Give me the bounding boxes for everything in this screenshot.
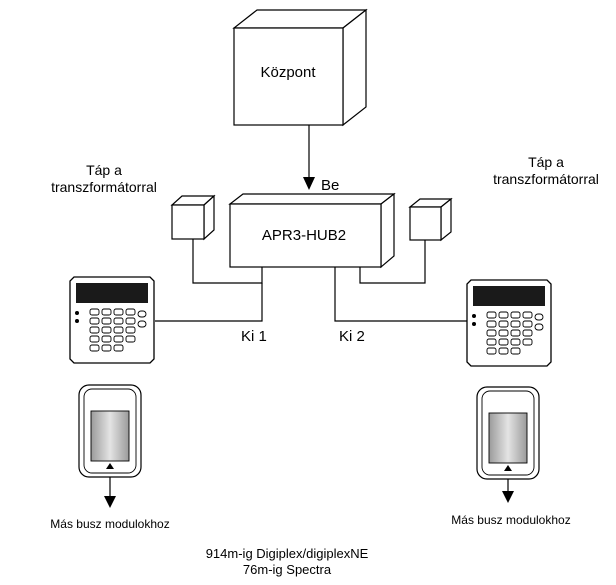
hub-box: APR3-HUB2	[228, 192, 396, 269]
power-left-line1: Táp a	[86, 162, 122, 178]
input-arrow	[303, 125, 315, 190]
keypad-screen-icon	[473, 286, 545, 306]
hub-label: APR3-HUB2	[262, 227, 346, 244]
bus-arrow-left	[104, 477, 116, 508]
detector-lens-icon	[488, 412, 528, 464]
motion-detector-left	[78, 384, 142, 478]
keypad-keys-icon	[89, 308, 147, 352]
keypad-screen-icon	[76, 283, 148, 303]
wiring-lines	[155, 239, 470, 322]
footer-line1: 914m-ig Digiplex/digiplexNE	[206, 546, 369, 561]
output1-label: Ki 1	[241, 328, 267, 345]
keypad-keys-icon	[486, 311, 544, 355]
output2-label: Ki 2	[339, 328, 365, 345]
footer-line2: 76m-ig Spectra	[243, 562, 332, 577]
central-unit: Központ	[232, 8, 368, 127]
power-right-line2: transzformátorral	[493, 171, 599, 187]
bus-left-label: Más busz modulokhoz	[50, 517, 169, 531]
detector-lens-icon	[90, 410, 130, 462]
bus-arrow-right	[502, 479, 514, 503]
input-label: Be	[321, 177, 339, 194]
keypad-left	[69, 276, 155, 364]
transformer-right	[408, 197, 453, 242]
transformer-left	[170, 194, 216, 241]
motion-detector-right	[476, 386, 540, 480]
bus-right-label: Más busz modulokhoz	[451, 513, 570, 527]
power-left-line2: transzformátorral	[51, 179, 157, 195]
keypad-right	[466, 279, 552, 367]
power-right-line1: Táp a	[528, 154, 564, 170]
central-unit-label: Központ	[260, 64, 316, 81]
